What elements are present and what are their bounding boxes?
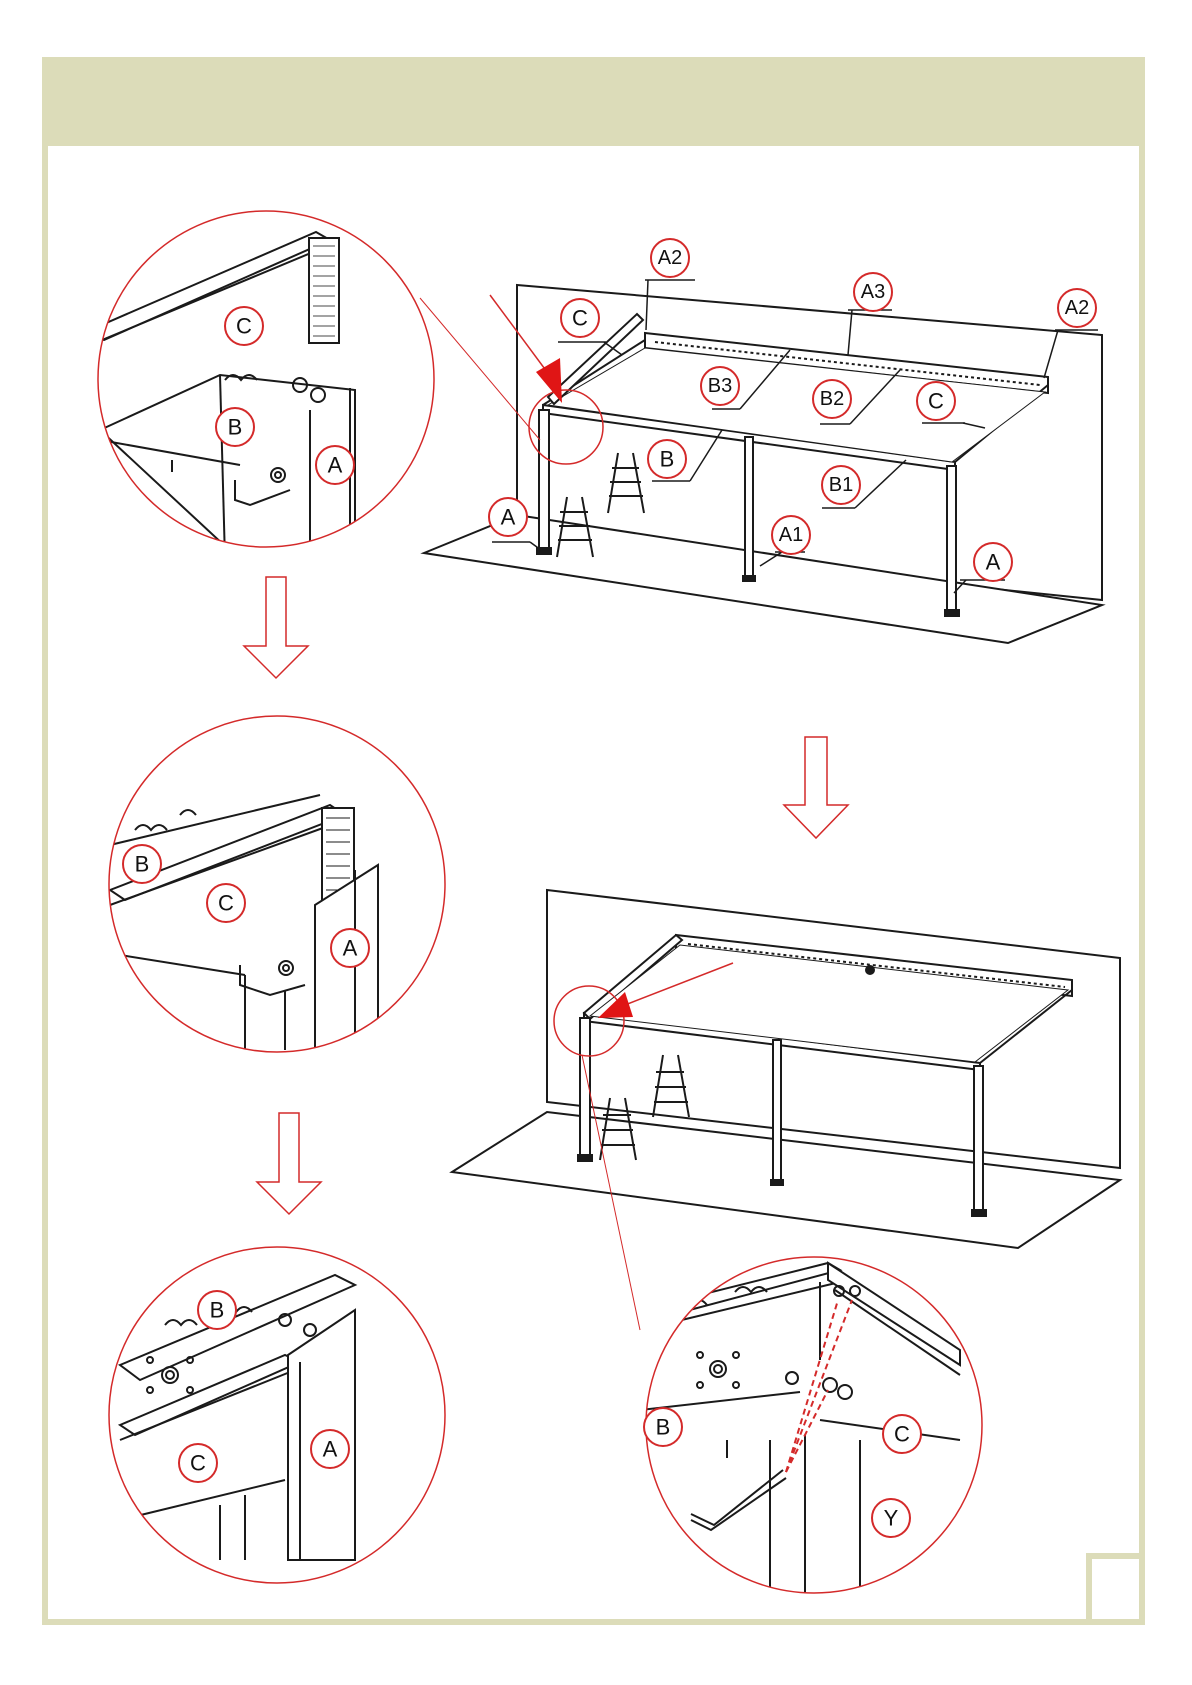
detail-circle-4: [640, 1257, 982, 1600]
detail1-label-c: C: [236, 314, 252, 339]
detail3-label-c: C: [190, 1451, 206, 1476]
label-b1: B1: [829, 474, 853, 496]
hex-key-icon: [691, 1470, 786, 1530]
label-b2: B2: [820, 388, 844, 410]
detail2-label-b: B: [135, 852, 150, 877]
label-c-left: C: [572, 306, 588, 331]
down-arrow-icon: [244, 577, 308, 678]
detail2-label-a: A: [343, 936, 358, 961]
detail4-label-y: Y: [884, 1506, 899, 1531]
pergola-scene-bottom: [452, 890, 1120, 1248]
detail1-label-a: A: [328, 453, 343, 478]
detail-circle-1: [90, 211, 434, 560]
detail4-label-b: B: [656, 1415, 671, 1440]
detail3-label-b: B: [210, 1298, 225, 1323]
label-a-left: A: [501, 505, 516, 530]
detail-circle-3: [109, 1247, 445, 1583]
label-a2-right: A2: [1065, 297, 1089, 319]
label-b3: B3: [708, 375, 732, 397]
down-arrow-icon: [257, 1113, 321, 1214]
detail-circle-2: [109, 716, 445, 1052]
detail4-label-c: C: [894, 1422, 910, 1447]
label-a2-left: A2: [658, 247, 682, 269]
detail2-label-c: C: [218, 891, 234, 916]
detail1-label-b: B: [228, 415, 243, 440]
pergola-scene-top: [424, 285, 1102, 643]
label-a1: A1: [779, 524, 803, 546]
label-a3: A3: [861, 281, 885, 303]
down-arrow-icon: [784, 737, 848, 838]
label-a-right: A: [986, 550, 1001, 575]
label-b: B: [660, 447, 675, 472]
label-c-right: C: [928, 389, 944, 414]
detail3-label-a: A: [323, 1437, 338, 1462]
